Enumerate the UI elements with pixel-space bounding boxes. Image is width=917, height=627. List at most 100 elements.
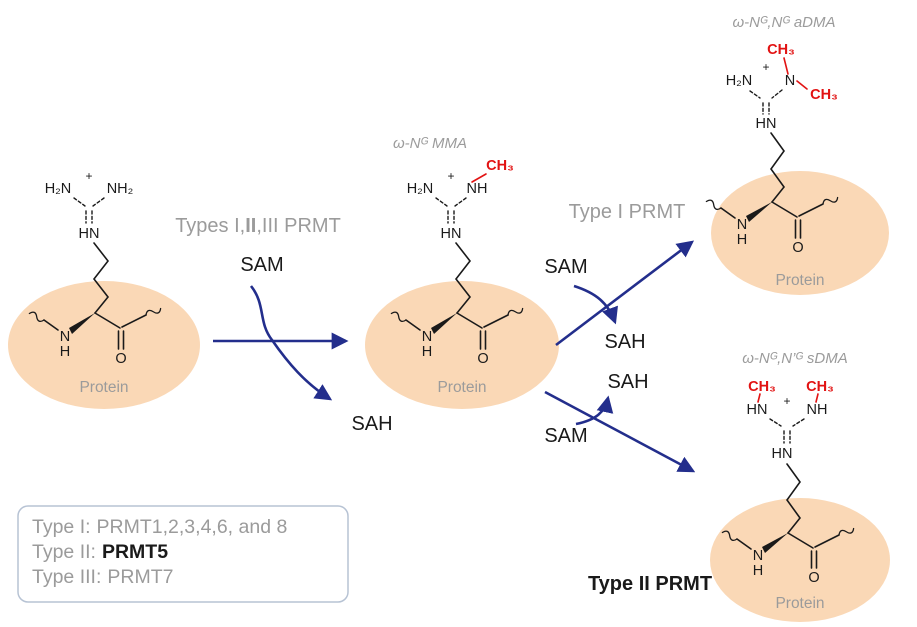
legend-line-type1: Type I: PRMT1,2,3,4,6, and 8 bbox=[32, 516, 287, 538]
atom-label-h: H bbox=[60, 344, 70, 360]
bond bbox=[43, 319, 59, 331]
methyl-label: CH₃ bbox=[806, 379, 834, 395]
atom-label-nh: NH bbox=[807, 402, 828, 418]
protein-ellipse bbox=[710, 498, 890, 622]
atom-label-nh2: NH₂ bbox=[107, 181, 134, 197]
bond bbox=[92, 197, 105, 207]
atom-label-n: N bbox=[753, 548, 763, 564]
type1-prmt-label: Type I PRMT bbox=[569, 201, 686, 223]
sdma-product: ω-Nᴳ,N’ᴳ sDMA CH₃ CH₃ HN + NH HN N H O P bbox=[710, 350, 890, 622]
squiggle-bond bbox=[390, 311, 407, 323]
atom-label-hn: HN bbox=[772, 446, 793, 462]
wedge-bond bbox=[431, 313, 457, 334]
atom-label-hn: HN bbox=[756, 116, 777, 132]
atom-label-nh: NH bbox=[467, 181, 488, 197]
atom-label-o: O bbox=[115, 351, 126, 367]
side-chain bbox=[92, 242, 110, 314]
methyl-bond bbox=[783, 57, 789, 75]
atom-label-h: H bbox=[422, 344, 432, 360]
main-reaction: Types I,II,III PRMT SAM SAH bbox=[175, 215, 392, 435]
caption-adma: ω-Nᴳ,Nᴳ aDMA bbox=[732, 14, 835, 31]
bond bbox=[405, 319, 421, 331]
type1-branch: Type I PRMT SAM SAH bbox=[544, 201, 695, 353]
legend-line-type3: Type III:PRMT7 bbox=[32, 566, 173, 588]
caption-mma: ω-Nᴳ MMA bbox=[393, 135, 467, 152]
bond-lines bbox=[28, 197, 162, 350]
sam-label: SAM bbox=[240, 254, 283, 276]
mma-product: ω-Nᴳ MMA CH₃ H₂N + NH HN N H O Protein bbox=[365, 135, 559, 409]
bond bbox=[798, 203, 824, 217]
atom-label-o: O bbox=[792, 240, 803, 256]
cofactor-curve-type1 bbox=[573, 284, 618, 325]
caption-sdma: ω-Nᴳ,N’ᴳ sDMA bbox=[742, 350, 848, 367]
protein-ellipse bbox=[365, 281, 559, 409]
legend-line-type2: Type II: PRMT5 bbox=[32, 541, 168, 563]
types-prmt-post: ,III PRMT bbox=[256, 215, 340, 237]
methyl-bond bbox=[757, 393, 761, 403]
squiggle-bond bbox=[145, 307, 162, 316]
bond-lines bbox=[721, 393, 855, 569]
legend-border bbox=[17, 505, 349, 603]
atom-label-n: N bbox=[785, 73, 795, 89]
side-chain bbox=[454, 242, 472, 314]
legend-type2-label: Type II: bbox=[32, 541, 96, 563]
atom-label-h2n: H₂N bbox=[407, 181, 434, 197]
methyl-bond bbox=[471, 173, 487, 183]
methyl-bond bbox=[796, 80, 808, 90]
atom-label-hn: HN bbox=[747, 402, 768, 418]
reaction-arrow-type1 bbox=[555, 240, 695, 347]
bond bbox=[483, 314, 509, 328]
legend: Type I: PRMT1,2,3,4,6, and 8 Type II: PRMT… bbox=[17, 505, 349, 603]
cofactor-curve-type2 bbox=[575, 395, 614, 426]
atom-label-n: N bbox=[737, 217, 747, 233]
methyl-bond bbox=[815, 393, 819, 403]
bond bbox=[787, 532, 814, 549]
bond-lines bbox=[705, 57, 839, 239]
atom-label-h2n: H₂N bbox=[726, 73, 753, 89]
side-chain bbox=[786, 463, 802, 534]
bond bbox=[769, 418, 782, 427]
bond bbox=[814, 534, 840, 548]
legend-type1-value: PRMT1,2,3,4,6, and 8 bbox=[97, 516, 288, 538]
bond bbox=[73, 197, 86, 207]
type2-prmt-label: Type II PRMT bbox=[588, 573, 712, 595]
squiggle-bond bbox=[507, 307, 524, 316]
legend-type3-label: Type III: bbox=[32, 566, 101, 588]
type2-branch: SAH SAM Type II PRMT bbox=[544, 371, 712, 595]
methyl-label: CH₃ bbox=[748, 379, 776, 395]
atom-label-o: O bbox=[808, 570, 819, 586]
squiggle-bond bbox=[721, 530, 738, 542]
sam-label: SAM bbox=[544, 256, 587, 278]
protein-label: Protein bbox=[775, 595, 824, 612]
squiggle-bond bbox=[705, 199, 722, 211]
adma-product: ω-Nᴳ,Nᴳ aDMA CH₃ CH₃ H₂N + N HN N H O Pr bbox=[705, 14, 889, 295]
wedge-bond bbox=[762, 533, 788, 553]
types-prmt-pre: Types I, bbox=[175, 215, 245, 237]
sam-label: SAM bbox=[544, 425, 587, 447]
bond bbox=[435, 197, 448, 207]
methyl-label: CH₃ bbox=[767, 42, 795, 58]
reaction-arrow-type2 bbox=[544, 390, 696, 473]
atom-label-o: O bbox=[477, 351, 488, 367]
bond bbox=[456, 312, 483, 329]
plus-charge: + bbox=[762, 60, 769, 74]
plus-charge: + bbox=[783, 394, 790, 408]
bond bbox=[94, 312, 121, 329]
bond bbox=[121, 314, 147, 328]
sah-label: SAH bbox=[351, 413, 392, 435]
bond bbox=[749, 90, 761, 99]
atom-label-n: N bbox=[422, 329, 432, 345]
wedge-bond bbox=[69, 313, 95, 334]
atom-label-hn: HN bbox=[441, 226, 462, 242]
types-prmt-label: Types I,II,III PRMT bbox=[175, 215, 341, 237]
plus-charge: + bbox=[447, 169, 454, 183]
atom-label-h2n: H₂N bbox=[45, 181, 72, 197]
legend-type1-label: Type I: bbox=[32, 516, 91, 538]
methyl-label: CH₃ bbox=[810, 87, 838, 103]
legend-type2-value: PRMT5 bbox=[102, 541, 168, 563]
bond bbox=[771, 89, 783, 99]
wedge-bond bbox=[746, 202, 772, 222]
atom-label-hn: HN bbox=[79, 226, 100, 242]
